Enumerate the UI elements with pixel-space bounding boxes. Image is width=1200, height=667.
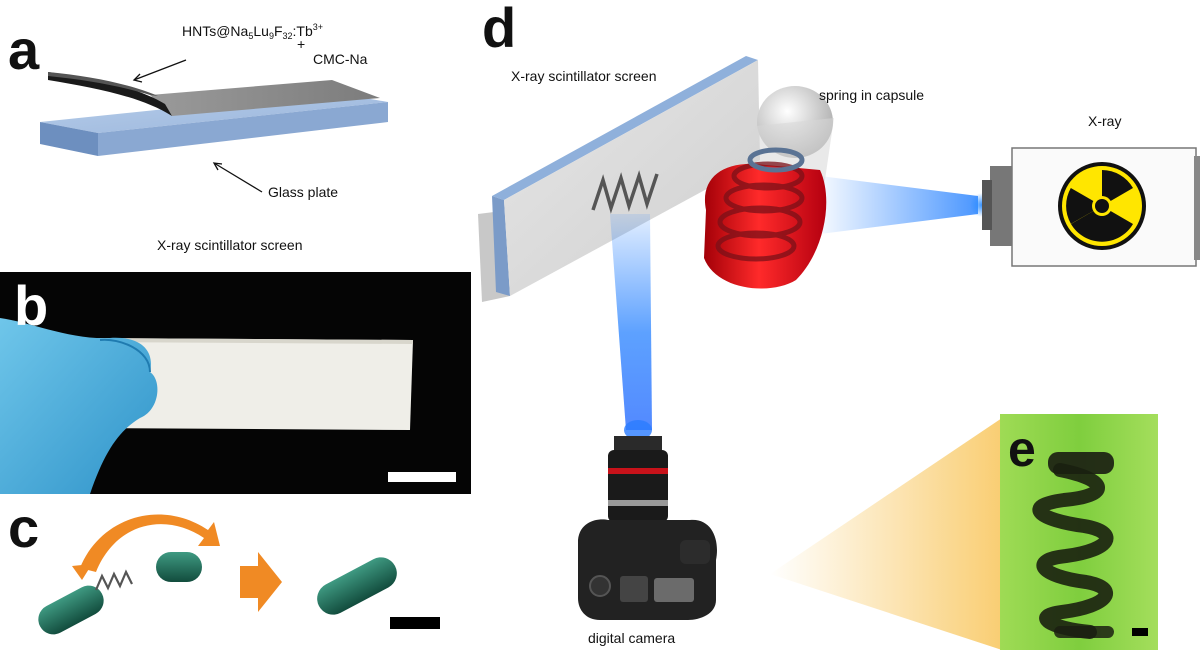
beam-side bbox=[820, 176, 994, 234]
scale-bar-c bbox=[390, 617, 440, 629]
panel-letter-a: a bbox=[8, 18, 40, 81]
spring-shadow-icon bbox=[591, 170, 659, 214]
panel-b-title: X-ray scintillator screen bbox=[157, 237, 303, 253]
screen-label: X-ray scintillator screen bbox=[511, 68, 657, 84]
scale-bar-b bbox=[388, 472, 456, 482]
camera-icon bbox=[578, 436, 717, 620]
x-ray-screen bbox=[478, 56, 760, 302]
glove-hand-icon bbox=[0, 318, 158, 494]
panel-b-photo bbox=[0, 272, 471, 494]
scintillation-image bbox=[1000, 414, 1158, 650]
scale-bar-e bbox=[1132, 628, 1148, 636]
radiation-icon bbox=[1058, 162, 1146, 250]
panel-a-film bbox=[48, 72, 380, 116]
panel-a-pointer-lines bbox=[132, 59, 263, 193]
glass-plate-label: Glass plate bbox=[268, 184, 339, 200]
panel-letter-e: e bbox=[1008, 421, 1036, 477]
spring-icon bbox=[94, 569, 133, 591]
plus-sign: + bbox=[297, 36, 306, 52]
capsule-open-body bbox=[38, 585, 104, 635]
spring-image-icon bbox=[1032, 463, 1114, 639]
projection-cone bbox=[770, 418, 1002, 650]
capsule-cap bbox=[156, 552, 202, 582]
orange-arrow-icon bbox=[80, 514, 220, 572]
panel-letter-b: b bbox=[14, 274, 49, 337]
x-ray-source bbox=[982, 147, 1200, 267]
panel-letter-c: c bbox=[8, 496, 40, 559]
beam-down bbox=[610, 214, 652, 440]
camera-label: digital camera bbox=[588, 630, 676, 646]
x-ray-source-label: X-ray bbox=[1088, 113, 1122, 129]
capsule-label: spring in capsule bbox=[819, 87, 925, 103]
panel-letter-d: d bbox=[482, 0, 517, 59]
capsule-icon bbox=[317, 557, 397, 615]
binder-label: CMC-Na bbox=[313, 51, 368, 67]
capsule-with-spring bbox=[704, 86, 834, 289]
process-arrow-icon bbox=[240, 552, 282, 612]
panel-c-capsules bbox=[38, 514, 440, 635]
material-formula-label: HNTs@Na5Lu9F32:Tb3+ bbox=[182, 22, 324, 41]
